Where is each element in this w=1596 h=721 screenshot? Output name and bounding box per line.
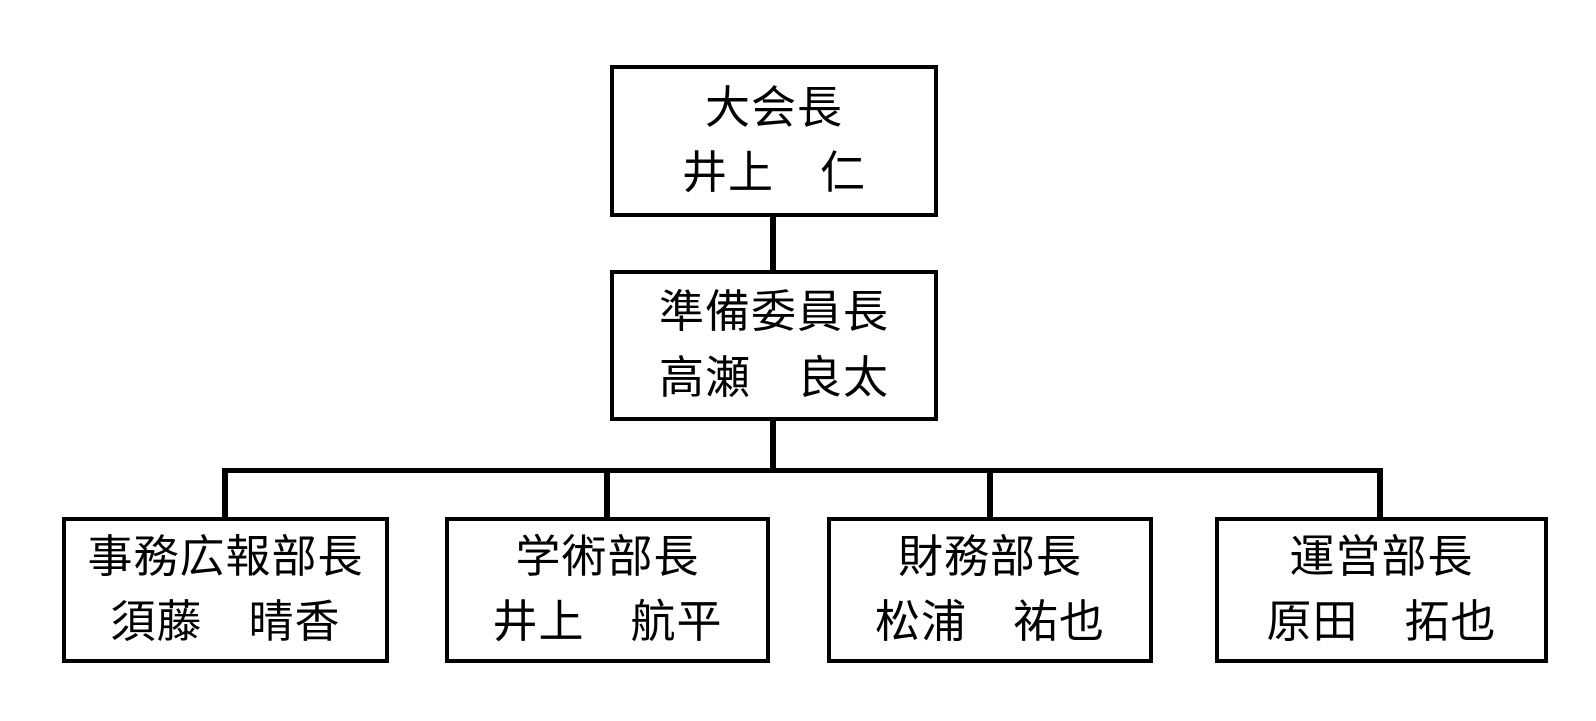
org-node-prep-chair: 準備委員長 高瀬 良太 (610, 270, 938, 421)
org-node-dept-academic-name: 井上 航平 (492, 597, 723, 647)
connector-drop-dept-operations (1377, 470, 1383, 517)
org-node-dept-finance-name: 松浦 祐也 (874, 597, 1105, 647)
org-node-dept-finance: 財務部長 松浦 祐也 (827, 517, 1153, 663)
org-node-president-name: 井上 仁 (681, 148, 866, 198)
org-node-dept-admin-pr-name: 須藤 晴香 (110, 597, 341, 647)
org-node-prep-chair-title: 準備委員長 (658, 287, 889, 337)
connector-drop-dept-admin-pr (222, 470, 228, 517)
org-node-president: 大会長 井上 仁 (610, 65, 938, 217)
org-node-dept-operations: 運営部長 原田 拓也 (1215, 517, 1548, 663)
connector-drop-dept-finance (987, 470, 993, 517)
connector-chair-to-rail (770, 421, 776, 468)
connector-root-to-chair (770, 217, 776, 270)
org-node-dept-academic-title: 学術部長 (515, 531, 700, 582)
org-node-dept-operations-title: 運営部長 (1289, 531, 1474, 582)
org-node-dept-finance-title: 財務部長 (897, 531, 1082, 582)
org-node-dept-operations-name: 原田 拓也 (1266, 597, 1497, 647)
connector-horizontal-rail (222, 468, 1383, 473)
org-node-dept-admin-pr: 事務広報部長 須藤 晴香 (62, 517, 389, 663)
org-node-prep-chair-name: 高瀬 良太 (658, 352, 889, 403)
connector-drop-dept-academic (604, 470, 610, 517)
org-node-president-title: 大会長 (704, 82, 843, 133)
org-node-dept-academic: 学術部長 井上 航平 (445, 517, 770, 663)
org-node-dept-admin-pr-title: 事務広報部長 (87, 531, 364, 582)
